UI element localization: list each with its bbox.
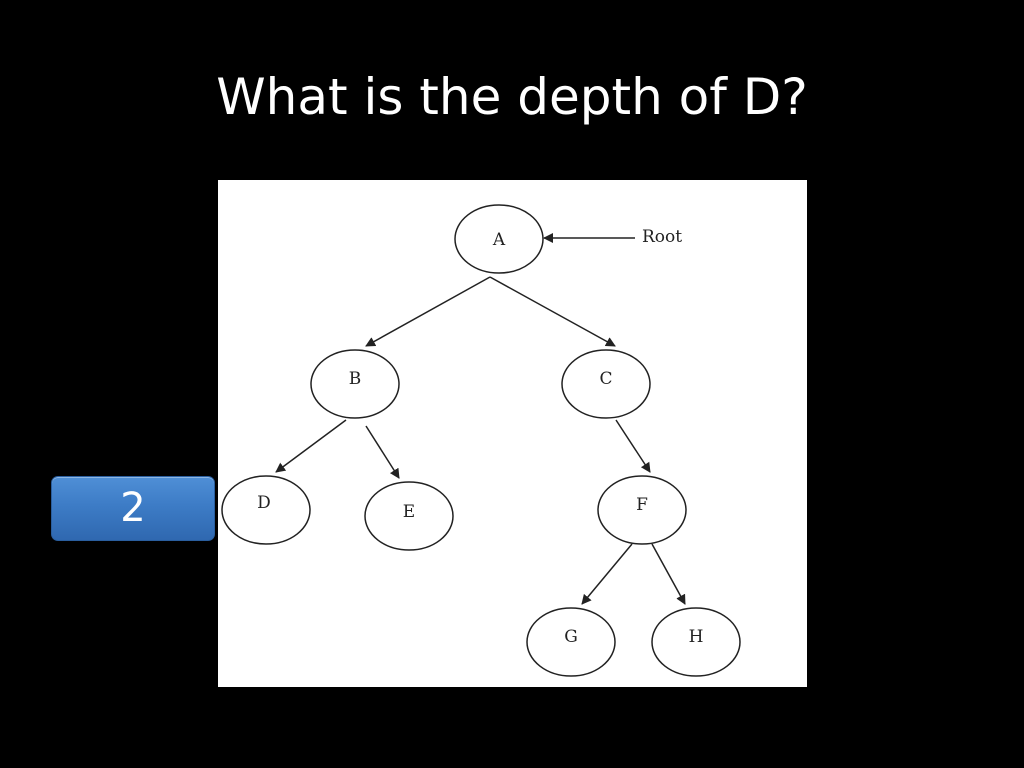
node-e-label: E xyxy=(403,502,415,522)
edge-f-g xyxy=(581,543,633,605)
edge-a-b xyxy=(365,276,491,347)
node-d-label: D xyxy=(257,493,271,513)
node-b: B xyxy=(310,349,400,419)
edge-a-c xyxy=(489,276,616,347)
node-e: E xyxy=(364,481,454,551)
node-g-label: G xyxy=(564,627,578,647)
edge-b-e xyxy=(365,425,400,479)
node-c-label: C xyxy=(599,369,612,389)
edge-b-d xyxy=(275,419,347,473)
node-d: D xyxy=(221,475,311,545)
node-b-label: B xyxy=(349,369,362,389)
node-c: C xyxy=(561,349,651,419)
root-label: Root xyxy=(642,227,682,247)
node-h: H xyxy=(651,607,741,677)
node-g: G xyxy=(526,607,616,677)
slide-title: What is the depth of D? xyxy=(216,68,808,126)
node-a-label: A xyxy=(492,230,506,250)
node-a: A xyxy=(454,204,544,274)
edge-c-f xyxy=(615,419,651,473)
tree-diagram-svg: Root A B C D E xyxy=(221,204,741,677)
answer-box[interactable]: 2 xyxy=(51,476,215,541)
node-f-label: F xyxy=(636,495,648,515)
node-h-label: H xyxy=(689,627,704,647)
node-f: F xyxy=(597,475,687,545)
edge-f-h xyxy=(651,543,686,605)
tree-diagram: Root A B C D E xyxy=(218,180,807,687)
